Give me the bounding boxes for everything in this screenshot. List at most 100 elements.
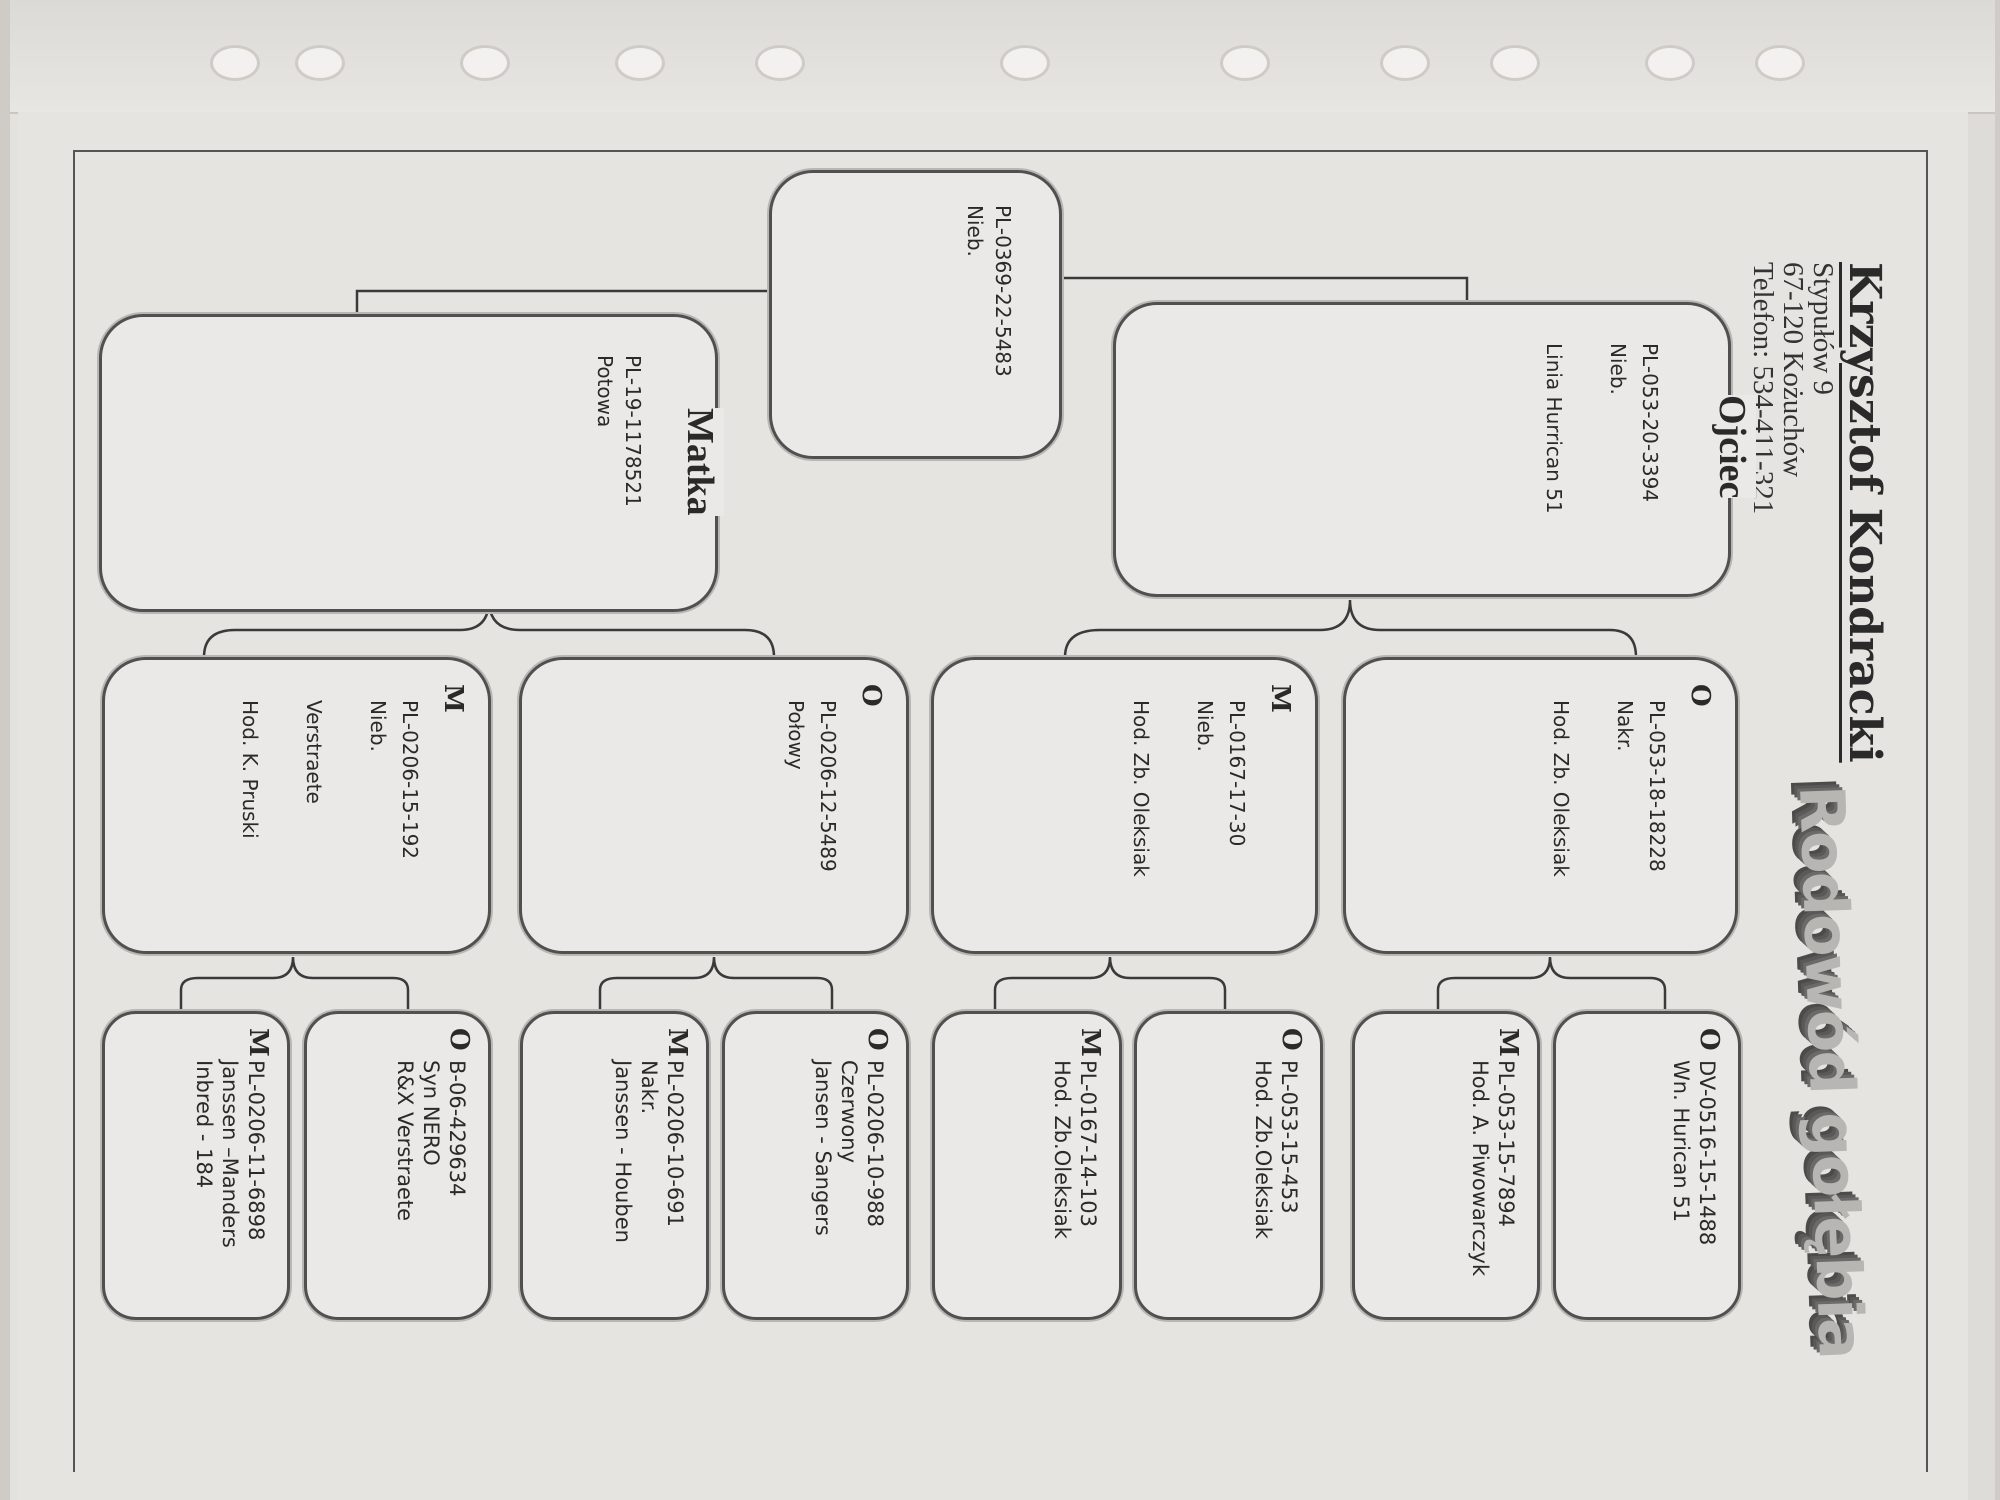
ring-number: PL-0206-10-691	[663, 1060, 687, 1227]
breeder: Hod. Zb. Oleksiak	[1549, 700, 1573, 877]
ring-number: B-06-429634	[445, 1060, 469, 1197]
punch-hole	[615, 45, 665, 81]
ring-number: PL-0167-17-30	[1225, 700, 1249, 847]
bird-details: PL-0206-15-192 Nieb. Verstraete Hod. K. …	[234, 700, 426, 859]
sex-marker: O	[856, 684, 886, 707]
sex-marker: O	[444, 1028, 474, 1051]
punch-hole	[1000, 45, 1050, 81]
ring-number: PL-0206-11-6898	[244, 1060, 268, 1241]
granddam-maternal-box: M PL-0206-15-192 Nieb. Verstraete Hod. K…	[102, 657, 491, 954]
ring-number: PL-0206-10-988	[863, 1060, 887, 1227]
connector-g2-1	[1436, 956, 1667, 1011]
sex-marker: O	[1694, 1028, 1724, 1051]
info-line: Janssen - Houben	[611, 1060, 635, 1243]
line: Verstraete	[302, 700, 326, 804]
color: Nakr.	[1613, 700, 1637, 752]
ring-number: PL-0369-22-5483	[991, 205, 1015, 377]
phone: Telefon: 534-411-321	[1747, 262, 1779, 515]
grandsire-maternal-box: O PL-0206-12-5489 Połowy	[519, 657, 909, 954]
ring-number: PL-053-15-7894	[1494, 1060, 1518, 1227]
color: Potowa	[593, 355, 617, 428]
mother-label: Matka	[676, 408, 724, 516]
color: Nieb.	[1193, 700, 1217, 752]
punch-hole	[755, 45, 805, 81]
punch-hole	[210, 45, 260, 81]
info-line: Wn. Hurican 51	[1669, 1060, 1693, 1223]
connector-g2-2	[993, 956, 1227, 1011]
ring-number: PL-053-15-453	[1277, 1060, 1301, 1214]
mate-details: PL-0369-22-5483 Nieb.	[961, 205, 1017, 377]
grandsire-paternal-box: O PL-053-18-18228 Nakr. Hod. Zb. Oleksia…	[1343, 657, 1738, 954]
father-label: Ojciec	[1708, 395, 1756, 499]
connector-father	[1063, 599, 1638, 658]
info-line: Syn NERO	[419, 1060, 443, 1166]
punch-hole	[1490, 45, 1540, 81]
sex-marker: O	[862, 1028, 892, 1051]
punch-hole	[1220, 45, 1270, 81]
sex-marker: M	[243, 1028, 273, 1057]
info-line: Inbred - 184	[192, 1060, 216, 1189]
bird-details: PL-053-18-18228 Nakr. Hod. Zb. Oleksiak	[1545, 700, 1673, 877]
ring-number: PL-19-1178521	[621, 355, 645, 507]
color: Nieb.	[1606, 343, 1630, 395]
punch-hole	[1380, 45, 1430, 81]
mate-box: PL-0369-22-5483 Nieb.	[769, 170, 1062, 459]
sex-marker: M	[1265, 684, 1295, 713]
mother-details: PL-19-1178521 Potowa	[591, 355, 647, 507]
connector-g2-4	[179, 956, 410, 1011]
breeder: Hod. Zb. Oleksiak	[1129, 700, 1153, 877]
info-line: Hod. A. Piwowarczyk	[1468, 1060, 1492, 1277]
punch-hole	[1645, 45, 1695, 81]
bird-details: PL-0206-12-5489 Połowy	[780, 700, 844, 872]
ring-number: PL-0206-12-5489	[816, 700, 840, 872]
info-line: Czerwony	[837, 1060, 861, 1164]
father-box: PL-053-20-3394 Nieb. Linia Hurrican 51	[1113, 302, 1731, 597]
info-line: R&X Verstraete	[393, 1060, 417, 1222]
connector-g2-3	[598, 956, 834, 1011]
ring-number: PL-053-18-18228	[1645, 700, 1669, 872]
punched-strip	[10, 0, 1995, 114]
bird-details: PL-0167-17-30 Nieb. Hod. Zb. Oleksiak	[1125, 700, 1253, 877]
address-street: Stypułów 9	[1807, 262, 1839, 395]
info-line: Hod. Zb.Oleksiak	[1251, 1060, 1275, 1239]
info-line: Hod. Zb.Oleksiak	[1050, 1060, 1074, 1239]
sex-marker: M	[1075, 1028, 1105, 1057]
sex-marker: M	[1493, 1028, 1523, 1057]
note: Linia Hurrican 51	[1542, 343, 1566, 514]
page-border	[73, 150, 1928, 1472]
punch-hole	[1755, 45, 1805, 81]
ring-number: PL-0167-14-103	[1076, 1060, 1100, 1227]
breeder: Hod. K. Pruski	[238, 700, 262, 839]
father-details: PL-053-20-3394 Nieb. Linia Hurrican 51	[1538, 343, 1666, 514]
sex-marker: M	[438, 684, 468, 713]
punch-hole	[295, 45, 345, 81]
info-line: Jansen - Sangers	[811, 1060, 835, 1236]
connector-father-mate	[1062, 276, 1469, 302]
mother-box: PL-19-1178521 Potowa	[99, 314, 718, 612]
sex-marker: O	[1685, 684, 1715, 707]
sex-marker: O	[1276, 1028, 1306, 1051]
ring-number: PL-0206-15-192	[398, 700, 422, 860]
ring-number: PL-053-20-3394	[1638, 343, 1662, 503]
color: Połowy	[784, 700, 808, 770]
color: Nieb.	[963, 205, 987, 257]
ring-number: DV-0516-15-1488	[1695, 1060, 1719, 1246]
info-line: Janssen –Manders	[218, 1060, 242, 1248]
address-city: 67-120 Kożuchów	[1777, 262, 1809, 478]
sex-marker: M	[662, 1028, 692, 1057]
connector-mate-mother	[355, 289, 769, 314]
punch-hole	[460, 45, 510, 81]
